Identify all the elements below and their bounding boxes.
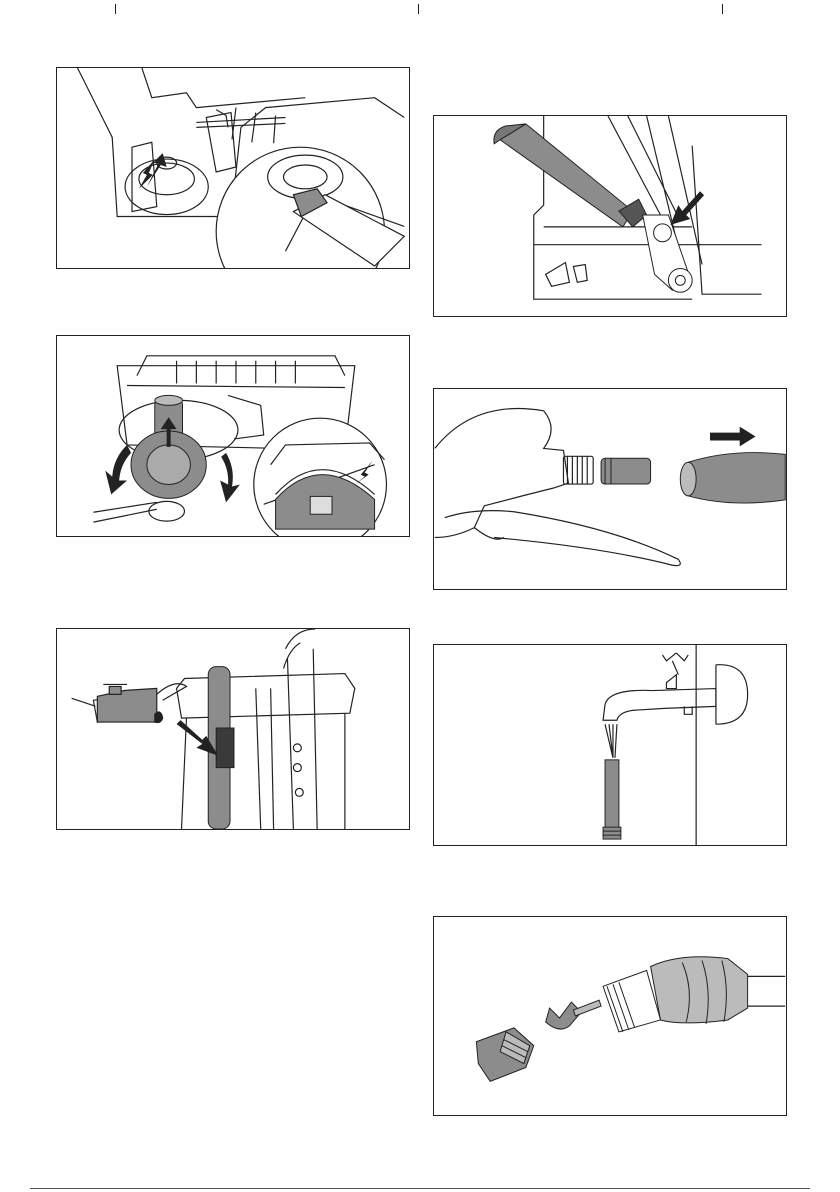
figure-nozzle-disassembly — [433, 916, 787, 1116]
crop-mark — [418, 4, 419, 14]
figure-pump-seal-grease — [56, 67, 410, 269]
grease-pivot-illustration — [434, 116, 786, 316]
figure-oil-handle-joint — [56, 628, 410, 830]
crop-mark — [722, 4, 723, 14]
figure-spray-gun-disassembly — [433, 388, 787, 590]
filter-rinse-illustration — [434, 645, 786, 845]
nozzle-illustration — [434, 917, 786, 1115]
page-bottom-rule — [30, 1188, 810, 1189]
figure-filter-rinse — [433, 644, 787, 846]
spray-gun-illustration — [434, 389, 786, 589]
wheel-removal-illustration — [57, 336, 409, 536]
figure-grease-tube-pivot — [433, 115, 787, 317]
figure-wheel-removal — [56, 335, 410, 537]
pump-seal-illustration — [57, 68, 409, 268]
crop-mark — [115, 4, 116, 14]
oil-handle-illustration — [57, 629, 409, 829]
